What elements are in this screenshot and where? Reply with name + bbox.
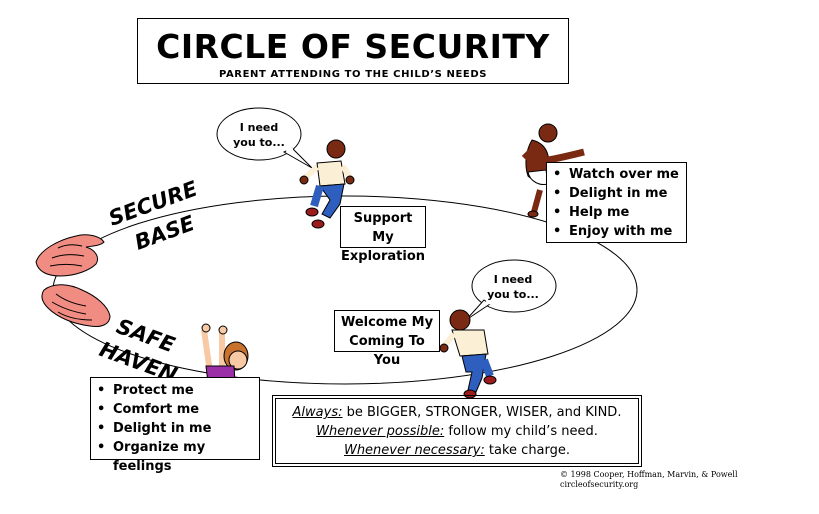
possible-label: Whenever possible: [316,424,445,439]
diagram-subtitle: PARENT ATTENDING TO THE CHILD’S NEEDS [218,69,488,80]
bubble-top-line2: you to... [233,136,285,149]
speech-bubble-right [465,259,557,321]
guidance-always: Always: be BIGGER, STRONGER, WISER, and … [276,403,638,422]
list-item: Comfort me [91,400,259,419]
bubble-top-text: I need you to... [224,120,294,150]
list-item: Organize my feelings [91,438,259,476]
child-walking-icon [299,139,355,229]
copyright-line1: © 1998 Cooper, Hoffman, Marvin, & Powell [560,470,738,479]
welcome-line1: Welcome My [340,315,434,330]
support-exploration-box: Support My Exploration [340,206,426,264]
always-text: be BIGGER, STRONGER, WISER, and KIND. [342,405,622,420]
copyright-url: circleofsecurity.org [560,480,639,489]
list-item: Watch over me [547,165,686,184]
list-item: Delight in me [91,419,259,438]
top-needs-box: Watch over me Delight in me Help me Enjo… [546,162,687,243]
necessary-label: Whenever necessary: [343,443,485,458]
bottom-needs-list: Protect me Comfort me Delight in me Orga… [91,381,259,476]
upper-hand-icon [35,234,105,277]
guidance-box: Always: be BIGGER, STRONGER, WISER, and … [272,395,642,467]
welcome-coming-box: Welcome My Coming To You [334,310,440,368]
bubble-right-line1: I need [493,273,533,286]
necessary-text: take charge. [484,443,571,458]
list-item: Protect me [91,381,259,400]
list-item: Help me [547,203,686,222]
speech-bubble-top [216,107,313,169]
list-item: Enjoy with me [547,222,686,241]
copyright-notice: © 1998 Cooper, Hoffman, Marvin, & Powell… [560,470,760,490]
list-item: Delight in me [547,184,686,203]
top-needs-list: Watch over me Delight in me Help me Enjo… [547,165,686,241]
lower-hand-icon [41,284,111,327]
bubble-right-line2: you to... [487,288,539,301]
guidance-possible: Whenever possible: follow my child’s nee… [276,422,638,441]
support-line2: Exploration [341,249,425,264]
title-box: CIRCLE OF SECURITY PARENT ATTENDING TO T… [137,18,569,84]
always-label: Always: [292,405,343,420]
possible-text: follow my child’s need. [444,424,598,439]
support-line1: Support My [353,211,413,245]
bottom-needs-box: Protect me Comfort me Delight in me Orga… [90,377,260,474]
bubble-right-text: I need you to... [478,272,548,302]
diagram-title: CIRCLE OF SECURITY [156,27,550,66]
welcome-line2: Coming To You [349,334,425,368]
child-stretching-icon [521,123,585,218]
bubble-top-line1: I need [239,121,279,134]
guidance-necessary: Whenever necessary: take charge. [276,441,638,460]
child-returning-icon [439,309,497,399]
